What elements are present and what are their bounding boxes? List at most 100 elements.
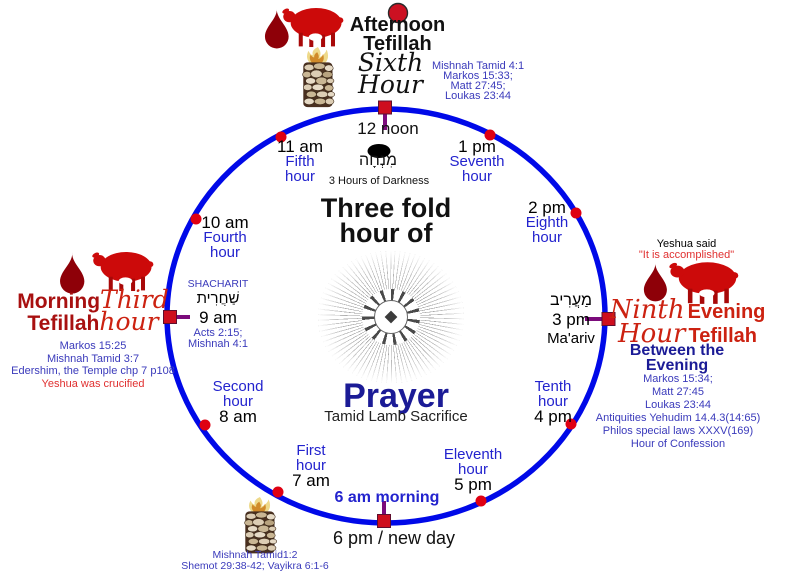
hour-name: Fourth	[203, 229, 247, 246]
maariv-block: מַעֲרִיב 3 pm Ma'ariv	[530, 291, 612, 348]
third-word: Third	[100, 285, 169, 314]
reference-line: Matt 27:45	[652, 386, 704, 398]
hour-name: hour	[531, 228, 563, 246]
altar-references: Mishnah Tamid1:2 Shemot 29:38-42; Vayikr…	[161, 550, 349, 572]
time-text: 10 am	[201, 213, 249, 232]
hour-label-5pm: Eleventh hour 5 pm	[436, 446, 510, 494]
hour-name: hour	[295, 456, 327, 474]
between-line1: Between the	[629, 342, 725, 359]
yeshua-said-note: Yeshua said "It is accomplished"	[629, 239, 744, 261]
blood-drop-icon-left	[60, 252, 85, 294]
shacharit-hebrew: שַׁחֲרִית	[196, 290, 240, 307]
hour-name: Fifth	[285, 153, 315, 170]
maariv-translit: Ma'ariv	[547, 330, 595, 347]
hour-dot-1pm	[484, 129, 496, 141]
reference-line: Markos 15:34;	[643, 373, 713, 385]
hour-dot-10am	[190, 213, 202, 225]
hour-dot-8am	[199, 419, 211, 431]
afternoon-line1: Afternoon	[349, 14, 446, 36]
time-text: 8 am	[219, 407, 257, 426]
quarter-tick-6pm	[377, 501, 391, 528]
sunburst-core	[362, 289, 420, 345]
hour-name: Seventh	[449, 153, 505, 170]
reference-line: Matt 27:45;	[450, 80, 506, 92]
between-line2: Evening	[645, 357, 709, 374]
reference-line: Mishnah Tamid1:2	[212, 549, 298, 561]
reference-line: Acts 2:15;	[193, 327, 243, 339]
hour-word: Hour	[617, 319, 686, 349]
six-pm-label: 6 pm / new day	[332, 528, 456, 548]
time-text: 7 am	[292, 471, 330, 490]
sixth-hour-title: Sixth Hour	[343, 48, 438, 99]
sixth-word: Sixth	[357, 48, 424, 77]
ninth-word: Ninth	[609, 295, 685, 325]
hour-word: hour	[99, 307, 159, 336]
hour-label-7am: First hour 7 am	[275, 442, 347, 490]
reference-line: Markos 15:33;	[443, 70, 513, 82]
afternoon-references: Mishnah Tamid 4:1 Markos 15:33; Matt 27:…	[418, 61, 538, 102]
hour-dots	[190, 129, 582, 507]
hour-name: Tenth	[534, 378, 572, 395]
shacharit-label: SHACHARIT	[187, 278, 249, 290]
noon-label: 12 noon	[357, 119, 419, 138]
hour-name: Eighth	[525, 214, 569, 231]
reference-line: Loukas 23:44	[644, 399, 712, 411]
darkness-note: 3 Hours of Darkness	[328, 175, 430, 187]
between-the-evening-title: Between the Evening	[607, 342, 747, 374]
yeshua-said-line: Yeshua said	[656, 238, 717, 250]
tamid-subtitle: Tamid Lamb Sacrifice	[324, 408, 468, 425]
time-text: 2 pm	[528, 198, 566, 217]
reference-line: Shemot 29:38-42; Vayikra 6:1-6	[181, 560, 329, 572]
hour-dot-7am	[272, 486, 284, 498]
sunburst-core-inner	[374, 300, 408, 334]
main-title-line1: Three fold	[320, 193, 452, 223]
hour-label-8am: Second hour 8 am	[202, 378, 274, 426]
time-text: 5 pm	[454, 475, 492, 494]
quarter-tick-noon	[378, 100, 392, 130]
quarter-tick-9am	[163, 310, 190, 324]
six-am-label: 6 am morning	[334, 489, 440, 506]
morning-word: Morning	[17, 290, 101, 313]
sunburst-engraving-icon	[318, 251, 464, 383]
evening-references: Markos 15:34; Matt 27:45 Loukas 23:44 An…	[583, 373, 773, 451]
hour-name: hour	[457, 460, 489, 478]
quarter-tick-3pm	[585, 312, 616, 326]
hour-name: Eleventh	[443, 446, 503, 463]
reference-line: Markos 15:25	[59, 340, 127, 352]
prayer-title: Prayer	[343, 377, 449, 415]
hour-dot-4pm	[565, 418, 577, 430]
main-title: Three fold hour of	[296, 193, 476, 248]
altar-icon-bottom	[244, 496, 277, 554]
hour-label-10am: 10 am Fourth hour	[189, 213, 261, 261]
reference-line: Mishnah 4:1	[188, 338, 248, 350]
maariv-hebrew: מַעֲרִיב	[549, 292, 593, 309]
tefillah-word: Tefillah	[27, 312, 100, 335]
main-title-line2: hour of	[339, 218, 433, 248]
hour-word: Hour	[358, 70, 423, 99]
hour-name: hour	[209, 243, 241, 261]
crucified-note: Yeshua was crucified	[41, 377, 145, 390]
reference-line: Antiquities Yehudim 14.4.3(14:65)	[595, 412, 761, 424]
hour-dot-2pm	[570, 207, 582, 219]
hour-dot-5pm	[475, 495, 487, 507]
hour-name: hour	[537, 392, 569, 410]
hour-name: Second	[212, 378, 264, 395]
nine-am-label: 9 am	[199, 308, 237, 327]
time-text: 1 pm	[458, 137, 496, 156]
afternoon-line2: Tefillah	[363, 33, 432, 55]
noon-ellipse-icon	[367, 144, 391, 158]
reference-line: Mishnah Tamid 3:7	[46, 352, 140, 365]
time-text: 4 pm	[534, 407, 572, 426]
reference-line: Hour of Confession	[630, 438, 726, 450]
hour-label-11am: 11 am Fifth hour	[264, 138, 336, 184]
altar-icon-top	[302, 46, 335, 108]
evening-word: Evening	[687, 301, 766, 323]
reference-line: Philos special laws XXXV(169)	[602, 425, 754, 437]
afternoon-tefillah-title: Afternoon Tefillah	[330, 14, 465, 55]
hour-name: First	[296, 442, 326, 459]
hour-dot-11am	[275, 131, 287, 143]
